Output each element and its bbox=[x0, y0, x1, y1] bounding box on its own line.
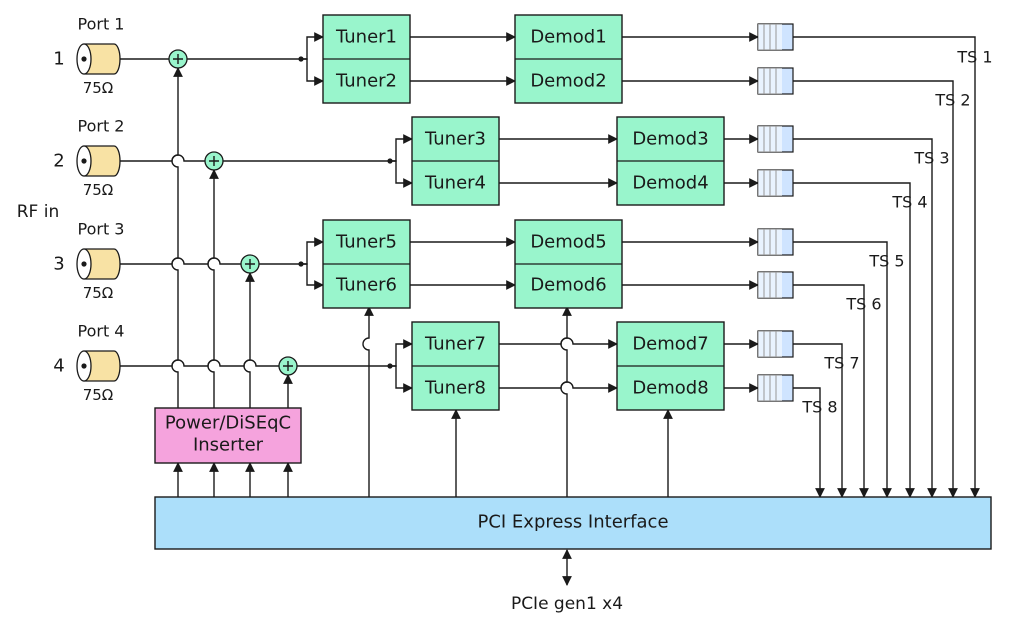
port-label-4: Port 4 bbox=[78, 322, 125, 341]
power-block-label-line2: Inserter bbox=[193, 435, 264, 456]
tuner-label-1: Tuner1 bbox=[335, 27, 397, 48]
ts-output-label-1: TS 1 bbox=[956, 48, 992, 67]
port-label-3: Port 3 bbox=[78, 220, 125, 239]
ts-line-2 bbox=[793, 80, 958, 498]
power-feed-line-3 bbox=[243, 272, 255, 408]
junction-dot bbox=[298, 261, 304, 267]
fifo-slots bbox=[758, 272, 782, 298]
junction-dot bbox=[387, 363, 393, 369]
pci-express-interface-block bbox=[154, 496, 992, 550]
split-to-tuner-a-4 bbox=[390, 339, 413, 367]
impedance-label-1: 75Ω bbox=[83, 79, 114, 97]
fifo-slots bbox=[758, 170, 782, 196]
power-feed-line-1 bbox=[171, 67, 183, 408]
ts-output-label-5: TS 5 bbox=[868, 252, 904, 271]
tuner-label-8: Tuner8 bbox=[424, 378, 486, 399]
coax-connector-icon bbox=[83, 43, 121, 75]
ts-line-5 bbox=[793, 241, 892, 498]
split-to-tuner-b-2 bbox=[390, 160, 413, 188]
plus-icon bbox=[283, 361, 293, 371]
demod-label-2: Demod2 bbox=[530, 71, 606, 92]
tuner-label-3: Tuner3 bbox=[424, 129, 486, 150]
fifo-slots bbox=[758, 68, 782, 94]
ts-output-label-3: TS 3 bbox=[913, 149, 949, 168]
impedance-label-3: 75Ω bbox=[83, 284, 114, 302]
rf-line-port3 bbox=[120, 257, 241, 265]
coax-connector-icon bbox=[83, 248, 121, 280]
port-label-2: Port 2 bbox=[78, 117, 125, 136]
plus-icon bbox=[173, 54, 183, 64]
ts-output-label-8: TS 8 bbox=[801, 398, 837, 417]
fifo-slots bbox=[758, 24, 782, 50]
fifo-slots bbox=[758, 229, 782, 255]
ts-output-label-2: TS 2 bbox=[934, 91, 970, 110]
ts-line-8 bbox=[793, 387, 825, 498]
labels: RF in Port 1 1 75Ω Port 2 2 75Ω Port 3 3 75Ω Port … bbox=[17, 15, 993, 615]
split-to-tuner-b-1 bbox=[301, 58, 324, 86]
rf-line-port4 bbox=[120, 359, 279, 367]
coax-pin-icon bbox=[81, 363, 87, 369]
impedance-label-4: 75Ω bbox=[83, 386, 114, 404]
power-block-label-line1: Power/DiSEqC bbox=[165, 413, 291, 434]
port-number-3: 3 bbox=[53, 254, 64, 275]
demod-label-1: Demod1 bbox=[530, 27, 606, 48]
split-to-tuner-a-3 bbox=[301, 237, 324, 265]
demod-label-3: Demod3 bbox=[632, 129, 708, 150]
tuner-label-7: Tuner7 bbox=[424, 334, 486, 355]
port-number-1: 1 bbox=[53, 49, 64, 70]
port-label-1: Port 1 bbox=[78, 15, 125, 34]
rf-in-label: RF in bbox=[17, 202, 60, 222]
tuner-label-5: Tuner5 bbox=[335, 232, 397, 253]
impedance-label-2: 75Ω bbox=[83, 181, 114, 199]
power-feed-line-2 bbox=[207, 169, 219, 408]
plus-icon bbox=[209, 156, 219, 166]
junction-dot bbox=[387, 158, 393, 164]
coax-connector-icon bbox=[83, 350, 121, 382]
pci-interface-label: PCI Express Interface bbox=[477, 512, 668, 533]
ts-output-label-7: TS 7 bbox=[823, 354, 859, 373]
split-to-tuner-a-2 bbox=[390, 134, 413, 162]
ts-output-label-6: TS 6 bbox=[845, 295, 881, 314]
rf-line-port2 bbox=[120, 154, 205, 162]
pcie-link-label: PCIe gen1 x4 bbox=[511, 594, 623, 614]
tuner-to-demod-line-7 bbox=[499, 337, 618, 349]
tuner-label-6: Tuner6 bbox=[335, 275, 397, 296]
split-to-tuner-a-1 bbox=[301, 32, 324, 60]
coax-pin-icon bbox=[81, 158, 87, 164]
fifo-slots bbox=[758, 126, 782, 152]
ts-line-7 bbox=[793, 343, 847, 498]
ts-line-4 bbox=[793, 182, 915, 498]
wires bbox=[120, 32, 980, 586]
tuner-label-2: Tuner2 bbox=[335, 71, 397, 92]
ts-line-6 bbox=[793, 284, 869, 498]
coax-pin-icon bbox=[81, 56, 87, 62]
shapes bbox=[76, 14, 992, 550]
junction-dot bbox=[298, 56, 304, 62]
ts-output-label-4: TS 4 bbox=[891, 193, 927, 212]
coax-pin-icon bbox=[81, 261, 87, 267]
tuner-label-4: Tuner4 bbox=[424, 173, 486, 194]
coax-connector-icon bbox=[83, 145, 121, 177]
ts-line-3 bbox=[793, 138, 937, 498]
fifo-slots bbox=[758, 375, 782, 401]
tuner-to-demod-line-8 bbox=[499, 381, 618, 393]
plus-icon bbox=[245, 259, 255, 269]
port-number-4: 4 bbox=[53, 356, 64, 377]
fifo-slots bbox=[758, 331, 782, 357]
demod-label-6: Demod6 bbox=[530, 275, 606, 296]
power-diseqc-inserter-block bbox=[154, 407, 302, 464]
demod-label-8: Demod8 bbox=[632, 378, 708, 399]
split-to-tuner-b-3 bbox=[301, 263, 324, 290]
port-number-2: 2 bbox=[53, 151, 64, 172]
demod-label-7: Demod7 bbox=[632, 334, 708, 355]
demod-label-4: Demod4 bbox=[632, 173, 708, 194]
pci-ctrl-demod56 bbox=[560, 306, 572, 497]
ts-line-1 bbox=[793, 36, 980, 498]
demod-label-5: Demod5 bbox=[530, 232, 606, 253]
pci-ctrl-tuner56 bbox=[362, 306, 374, 497]
split-to-tuner-b-4 bbox=[390, 365, 413, 393]
